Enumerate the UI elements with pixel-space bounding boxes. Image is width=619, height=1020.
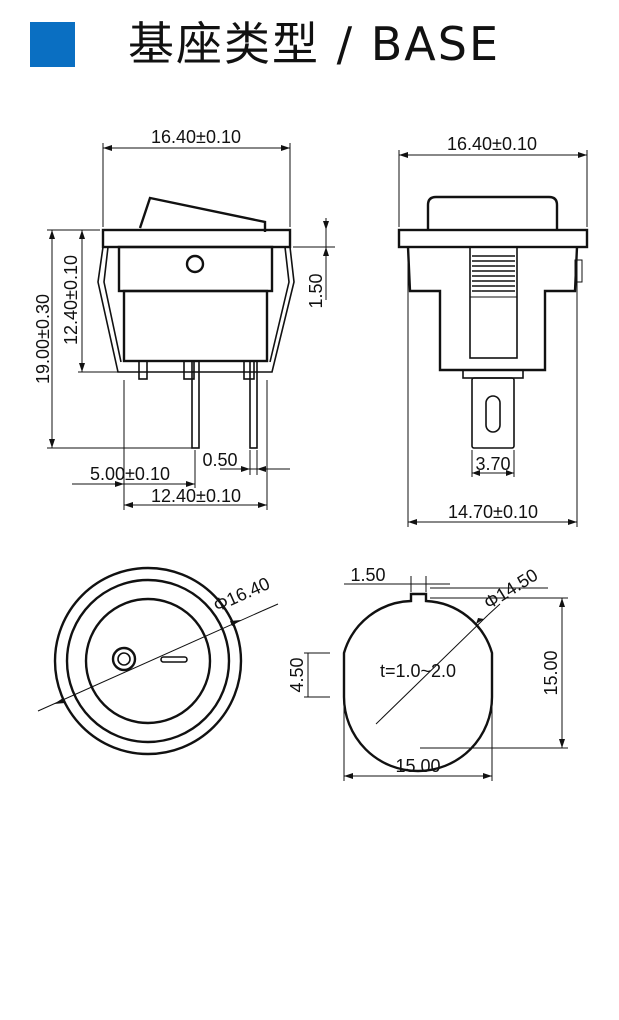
dim-flange: 1.50 <box>306 273 326 308</box>
outer-bezel <box>53 566 243 756</box>
dim-cutout-diameter: Φ14.50 <box>480 565 541 613</box>
side-view: 16.40±0.10 3.70 14.70±0.10 <box>397 134 589 527</box>
front-body-upper <box>117 245 274 293</box>
dim-pin-thickness: 0.50 <box>202 450 237 470</box>
dim-cutout-height: 15.00 <box>541 650 561 695</box>
dim-notch: 1.50 <box>350 565 385 585</box>
side-terminal <box>471 377 515 449</box>
header-accent-square <box>30 22 75 67</box>
top-view: Φ16.40 <box>37 566 279 756</box>
front-flange <box>101 228 292 249</box>
terminal-hole <box>485 395 501 433</box>
side-slot <box>469 246 518 359</box>
dim-height-body: 12.40±0.10 <box>61 255 81 345</box>
pin-left <box>138 360 148 380</box>
dim-pin-span: 12.40±0.10 <box>151 486 241 506</box>
dim-height-total: 19.00±0.30 <box>33 294 53 384</box>
pin-center <box>191 360 200 449</box>
rocker-actuator <box>138 196 267 232</box>
top-indicator-ring <box>111 646 137 672</box>
dim-base-width: 14.70±0.10 <box>448 502 538 522</box>
dim-cutout-width: 15.00 <box>395 756 440 776</box>
front-body-lower <box>122 289 269 363</box>
indicator-dot <box>185 254 205 274</box>
side-rocker <box>426 195 559 230</box>
dim-side-width: 16.40±0.10 <box>447 134 537 154</box>
top-indicator-bar <box>160 656 188 663</box>
left-snap-leg <box>97 246 124 373</box>
right-snap-leg <box>267 246 295 373</box>
dim-front-width: 16.40±0.10 <box>151 127 241 147</box>
cutout-outline <box>342 592 494 773</box>
panel-cutout: 1.50 Φ14.50 4.50 15.00 15.00 t=1.0~2.0 <box>287 565 568 781</box>
dim-flat-height: 4.50 <box>287 657 307 692</box>
side-flange <box>397 228 589 249</box>
dim-pin-offset: 5.00±0.10 <box>90 464 170 484</box>
thickness-label: t=1.0~2.0 <box>380 661 456 681</box>
dim-top-diameter: Φ16.40 <box>210 573 272 615</box>
dim-pin-width: 3.70 <box>475 454 510 474</box>
front-view: 16.40±0.10 19.00±0.30 12.40±0.10 1.50 0.… <box>33 127 335 510</box>
rocker-face <box>84 597 212 725</box>
pin-right <box>249 360 258 449</box>
page-title: 基座类型 / BASE <box>128 17 501 71</box>
